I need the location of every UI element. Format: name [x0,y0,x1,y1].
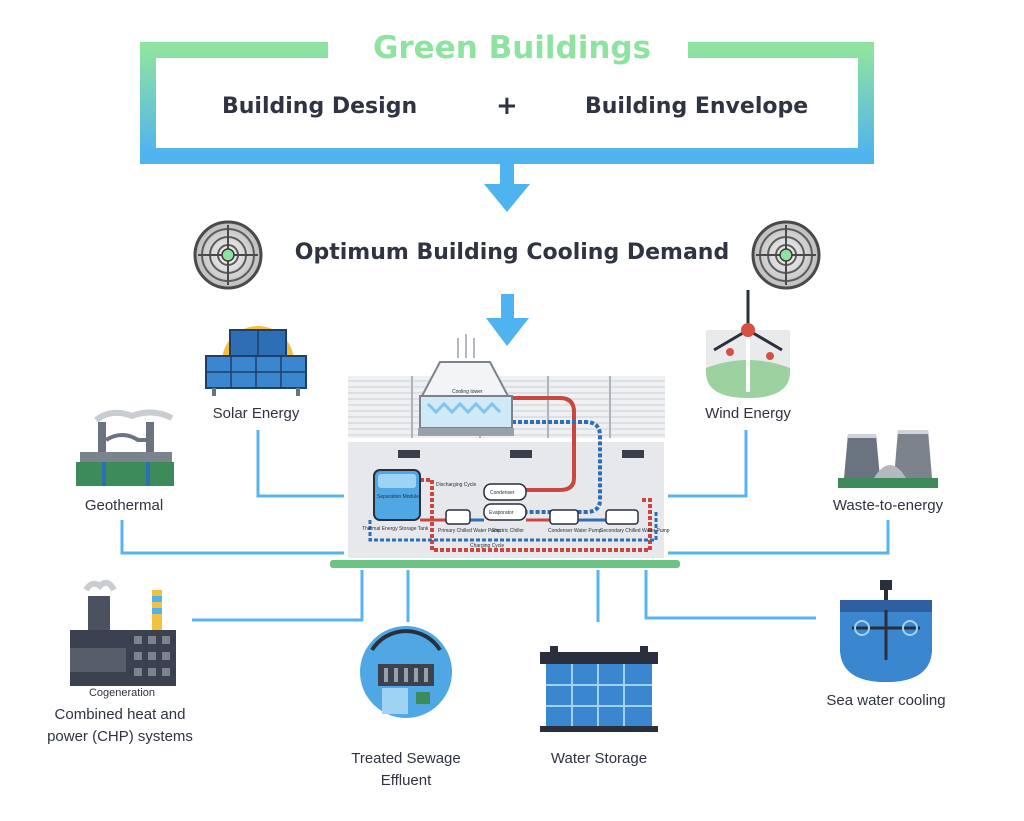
sewage-label-line2: Effluent [380,772,432,789]
chp-label-line2: power (CHP) systems [47,728,193,745]
discharging-cycle-label: Discharging Cycle [436,482,477,488]
solar-energy-label: Solar Energy [212,405,300,422]
cooling-plant: Cooling tower Separation Module Thermal … [330,334,680,568]
chp-label-line1: Combined heat and [54,706,186,723]
wind-turbine-icon [706,290,790,398]
cooling-tower-label: Cooling tower [452,389,483,395]
building-envelope-label: Building Envelope [585,94,809,119]
charging-cycle-label: Charging Cycle [470,543,504,549]
down-arrow [484,164,530,212]
cogeneration-caption: Cogeneration [88,687,156,699]
green-buildings-frame [140,42,874,164]
plus-sign: + [496,91,518,121]
wind-energy-label: Wind Energy [705,405,791,422]
connector-lines [120,430,890,622]
sea-water-cooling-label: Sea water cooling [826,692,946,709]
sea-water-cooling-icon [840,580,932,682]
sewage-effluent-icon [360,626,452,718]
primary-pump-label: Primary Chilled Water Pump [438,528,501,534]
solar-panel-icon [205,326,307,396]
water-storage-tank-icon [540,646,658,732]
cooling-demand-label: Optimum Building Cooling Demand [294,240,730,265]
electric-chiller-label: Electric Chiller [492,528,524,534]
waste-to-energy-icon [838,430,938,488]
condenser-label: Condenser [490,490,515,496]
cogeneration-plant-icon [70,579,176,686]
cooling-tower-icon [418,334,514,436]
geothermal-label: Geothermal [84,497,164,514]
tes-tank-label: Thermal Energy Storage Tank [362,526,429,532]
down-arrow [486,294,529,346]
evaporator-label: Evaporator [489,510,514,516]
diagram-title: Green Buildings [372,30,652,66]
building-design-label: Building Design [222,94,418,119]
sewage-label-line1: Treated Sewage [351,750,461,767]
separation-module-label: Separation Module [377,494,419,500]
water-storage-label: Water Storage [550,750,648,767]
fan-icon [193,220,263,290]
fan-icon [751,220,821,290]
condenser-pump-label: Condenser Water Pump [548,528,602,534]
waste-to-energy-label: Waste-to-energy [832,497,944,514]
geothermal-plant-icon [76,409,174,486]
secondary-pump-label: Secondary Chilled Water Pump [600,528,670,534]
